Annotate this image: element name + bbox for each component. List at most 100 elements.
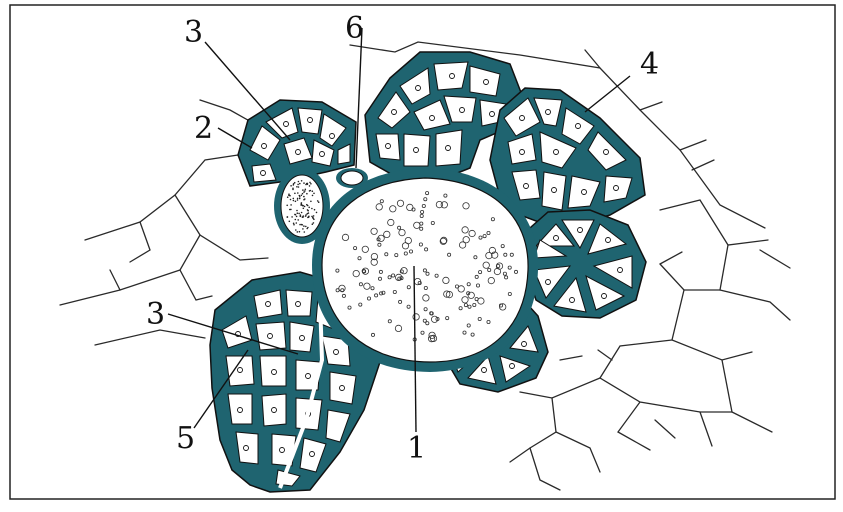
stipple-dot [312, 195, 314, 197]
stipple-dot [299, 198, 301, 200]
stipple-dot [303, 182, 305, 184]
stipple-dot [293, 223, 295, 225]
stipple-dot [287, 196, 289, 198]
stipple-dot [289, 195, 291, 197]
label-6: 6 [345, 11, 364, 46]
stipple-dot [301, 212, 303, 214]
stipple-dot [295, 219, 297, 221]
stipple-dot [302, 193, 304, 195]
stipple-dot [293, 200, 295, 202]
stipple-dot [292, 188, 294, 190]
stipple-dot [302, 228, 304, 230]
stipple-dot [297, 219, 299, 221]
stipple-dot [314, 209, 316, 211]
stipple-dot [317, 200, 319, 202]
stipple-dot [304, 231, 306, 233]
label-1: 1 [407, 431, 426, 466]
stipple-dot [303, 225, 305, 227]
stipple-dot [305, 215, 307, 217]
stipple-dot [301, 224, 303, 226]
stipple-dot [298, 186, 300, 188]
stipple-dot [305, 184, 307, 186]
stipple-dot [316, 212, 318, 214]
stipple-dot [307, 217, 309, 219]
label-4: 4 [640, 47, 659, 82]
stipple-dot [306, 193, 308, 195]
stipple-dot [286, 205, 288, 207]
stipple-dot [301, 195, 303, 197]
stipple-dot [313, 193, 315, 195]
stipple-dot [299, 231, 301, 233]
stipple-dot [299, 196, 301, 198]
label-5: 5 [176, 421, 195, 456]
stipple-dot [305, 189, 307, 191]
stipple-dot [313, 215, 315, 217]
label-3-top: 3 [184, 15, 203, 50]
stipple-dot [310, 183, 312, 185]
stipple-dot [305, 226, 307, 228]
stipple-dot [296, 186, 298, 188]
stipple-dot [302, 189, 304, 191]
stipple-dot [294, 182, 296, 184]
acinus-right-lower [522, 210, 646, 318]
stipple-dot [287, 216, 289, 218]
stipple-dot [311, 208, 313, 210]
stipple-dot [297, 184, 299, 186]
label-3-bottom: 3 [146, 297, 165, 332]
stipple-dot [304, 206, 306, 208]
stipple-dot [289, 221, 291, 223]
stipple-dot [290, 185, 292, 187]
stipple-dot [298, 213, 300, 215]
pancreatic-islet [312, 168, 538, 372]
stipple-dot [297, 212, 299, 214]
stipple-dot [293, 224, 295, 226]
stipple-dot [309, 185, 311, 187]
stipple-dot [295, 229, 297, 231]
stipple-dot [289, 209, 291, 211]
label-2: 2 [194, 111, 213, 146]
stipple-dot [309, 182, 311, 184]
stipple-dot [312, 223, 314, 225]
stipple-dot [293, 198, 295, 200]
stipple-dot [297, 199, 299, 201]
stipple-dot [291, 216, 293, 218]
stipple-dot [307, 213, 309, 215]
stipple-dot [318, 201, 320, 203]
stipple-dot [295, 201, 297, 203]
stipple-dot [299, 224, 301, 226]
stipple-dot [297, 231, 299, 233]
stipple-dot [301, 180, 303, 182]
stipple-dot [294, 193, 296, 195]
stipple-dot [296, 210, 298, 212]
stipple-dot [303, 196, 305, 198]
stippled-oval [274, 168, 330, 244]
stipple-dot [297, 198, 299, 200]
stipple-dot [303, 199, 305, 201]
stipple-dot [312, 190, 314, 192]
stipple-dot [296, 222, 298, 224]
stipple-dot [290, 204, 292, 206]
stipple-dot [296, 216, 298, 218]
stipple-dot [310, 201, 312, 203]
stipple-dot [301, 202, 303, 204]
stipple-dot [303, 215, 305, 217]
stipple-dot [303, 191, 305, 193]
stipple-dot [307, 227, 309, 229]
stipple-dot [306, 204, 308, 206]
stipple-dot [299, 183, 301, 185]
stipple-dot [298, 181, 300, 183]
stipple-dot [293, 184, 295, 186]
stipple-dot [313, 222, 315, 224]
stipple-dot [294, 214, 296, 216]
stipple-dot [302, 205, 304, 207]
stipple-dot [303, 208, 305, 210]
stipple-dot [297, 192, 299, 194]
stipple-dot [313, 219, 315, 221]
stipple-dot [307, 209, 309, 211]
small-cell-structure [336, 168, 368, 188]
stipple-dot [290, 199, 292, 201]
stipple-dot [309, 190, 311, 192]
stipple-dot [308, 207, 310, 209]
